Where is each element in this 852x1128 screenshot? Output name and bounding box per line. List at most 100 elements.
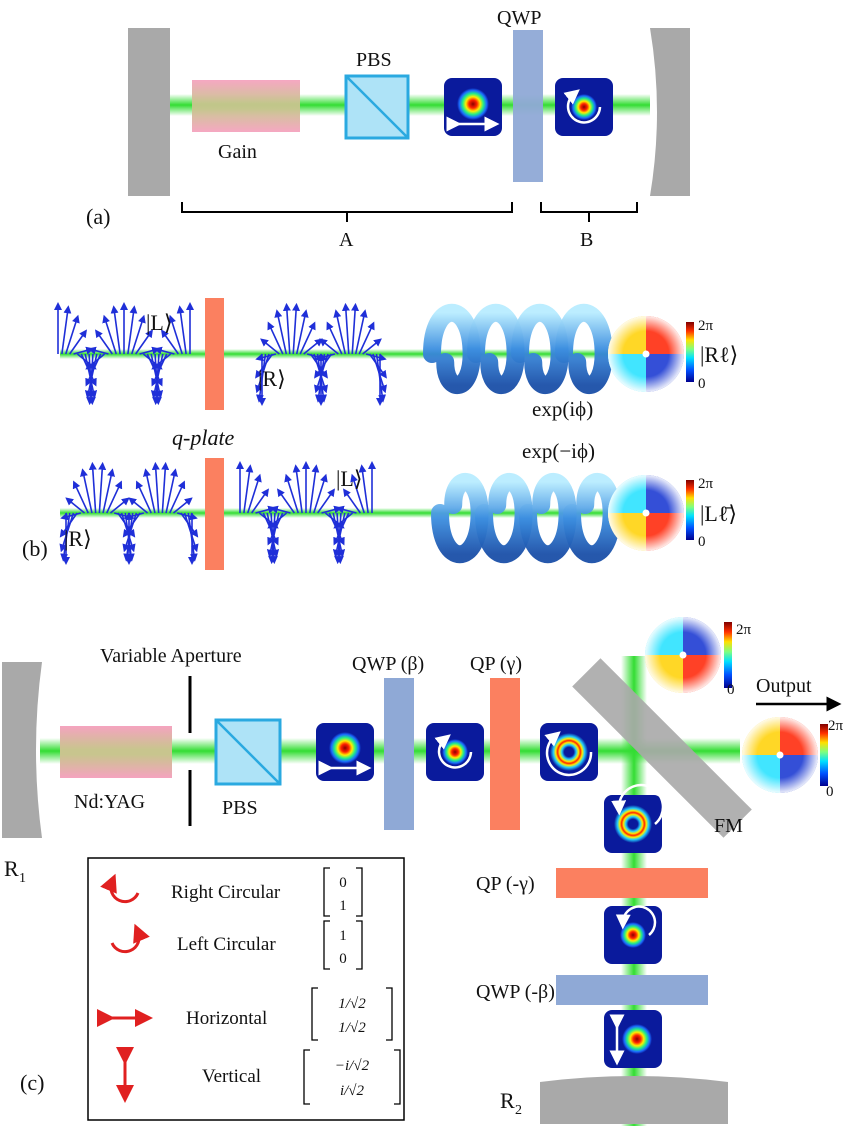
field-vector <box>135 480 152 514</box>
brace-b <box>540 202 638 222</box>
legend-name: Vertical <box>202 1066 261 1087</box>
legend-row-right-circular: Right Circular 0 1 <box>100 867 363 917</box>
qwp-a <box>513 30 543 182</box>
panel-b: |L⟩ |R⟩ exp(iϕ) 2π 0 |Rℓ⟩ q-plate |R⟩ |L… <box>22 298 738 570</box>
field-vector <box>314 353 329 394</box>
field-vector <box>255 353 270 394</box>
field-vector <box>168 314 183 355</box>
gain-medium-a <box>192 80 300 132</box>
vector-bottom: 1 <box>339 898 347 914</box>
field-vector <box>267 512 288 529</box>
state-top-input: |L⟩ <box>146 310 172 335</box>
vector-bottom: 1/√2 <box>338 1020 366 1036</box>
helix-turn <box>475 473 533 564</box>
qp-neg-gamma <box>556 868 708 898</box>
field-vector <box>243 464 254 514</box>
field-vector <box>333 512 354 529</box>
colorbar-c-output-max: 2π <box>828 718 844 734</box>
helix-turn <box>563 473 621 564</box>
colorbar-bottom-min: 0 <box>698 534 706 550</box>
phase-helix-bottom <box>431 473 621 564</box>
flat-mirror-a <box>128 28 170 196</box>
field-vector <box>277 488 296 514</box>
colorbar-bottom-max: 2π <box>698 476 714 492</box>
field-vector <box>282 302 291 355</box>
qwp-label-a: QWP <box>497 7 541 29</box>
field-vector <box>143 468 156 514</box>
field-vector <box>65 497 86 514</box>
field-vector <box>68 329 87 355</box>
field-vector <box>59 512 75 553</box>
vortex-phase-bottom <box>608 475 684 551</box>
brace-a-label: A <box>339 229 354 251</box>
colorbar-top <box>686 322 694 382</box>
qwp-neg-beta-label: QWP (-β) <box>476 981 555 1003</box>
field-vector <box>313 473 328 514</box>
state-bottom-input: |R⟩ <box>64 526 92 551</box>
field-vector <box>122 512 141 538</box>
helix-turn <box>511 303 569 394</box>
field-vector <box>131 314 146 355</box>
field-vector <box>309 464 320 514</box>
field-vector <box>292 302 301 355</box>
field-vector <box>80 468 93 514</box>
qwp-neg-beta <box>556 975 708 1005</box>
left-circular-arrow-icon <box>110 923 150 954</box>
field-vector <box>60 512 82 521</box>
curved-mirror-r1 <box>2 662 42 838</box>
panel-a-label: (a) <box>86 204 110 229</box>
field-vector <box>65 314 80 355</box>
qp-gamma-label: QP (γ) <box>470 653 522 675</box>
circular-mode-icon-c <box>426 723 484 781</box>
colorbar-c-upper-max: 2π <box>736 622 752 638</box>
vortex-phase-output <box>742 717 818 793</box>
gain-label: Gain <box>218 141 257 163</box>
field-vector <box>255 353 277 362</box>
brace-b-label: B <box>580 229 593 251</box>
panel-a: Gain PBS QWP A B (a) <box>86 7 690 251</box>
field-vector <box>299 321 316 355</box>
field-vector <box>165 468 178 514</box>
field-vectors-top-right <box>255 302 387 406</box>
colorbar-c-upper-min: 0 <box>727 682 735 698</box>
r2-label: R <box>500 1088 515 1113</box>
field-vector <box>106 480 123 514</box>
field-vector <box>269 505 291 514</box>
nd-yag-crystal <box>60 726 172 778</box>
pbs-label-a: PBS <box>356 49 392 71</box>
final-state-top: |Rℓ⟩ <box>700 342 738 367</box>
fm-label: FM <box>714 815 743 837</box>
field-vector <box>139 346 161 355</box>
qp-gamma <box>490 678 520 830</box>
pbs-label-c: PBS <box>222 797 258 819</box>
field-vector <box>123 512 145 521</box>
vertical-mode-icon <box>604 1010 662 1068</box>
field-vector <box>161 461 170 514</box>
nd-yag-label: Nd:YAG <box>74 791 145 813</box>
field-vector <box>95 329 114 355</box>
field-vectors-top-left <box>54 302 194 406</box>
legend-name: Horizontal <box>186 1008 267 1029</box>
aperture-label: Variable Aperture <box>100 645 242 667</box>
field-vector <box>303 338 323 355</box>
vortex-phase-top <box>608 316 684 392</box>
q-plate-label: q-plate <box>172 425 235 450</box>
field-vector <box>362 338 382 355</box>
panel-c-label: (c) <box>20 1070 44 1095</box>
field-vectors-bottom-right <box>236 461 376 565</box>
field-vector <box>73 346 95 355</box>
vector-top: 0 <box>339 875 347 891</box>
right-circular-arrow-icon <box>100 873 140 904</box>
r1-subscript: 1 <box>19 871 26 886</box>
vector-top: 1 <box>339 928 347 944</box>
vortex-phase-upper <box>645 617 721 693</box>
beam-b-bottom <box>60 508 680 518</box>
q-plate-top <box>205 298 224 410</box>
matrix-brackets <box>323 867 363 917</box>
field-vector <box>284 473 299 514</box>
panel-b-label: (b) <box>22 536 48 561</box>
colorbar-c-output-min: 0 <box>826 784 834 800</box>
field-vectors-bottom-left <box>59 461 199 565</box>
field-vector <box>333 309 347 355</box>
